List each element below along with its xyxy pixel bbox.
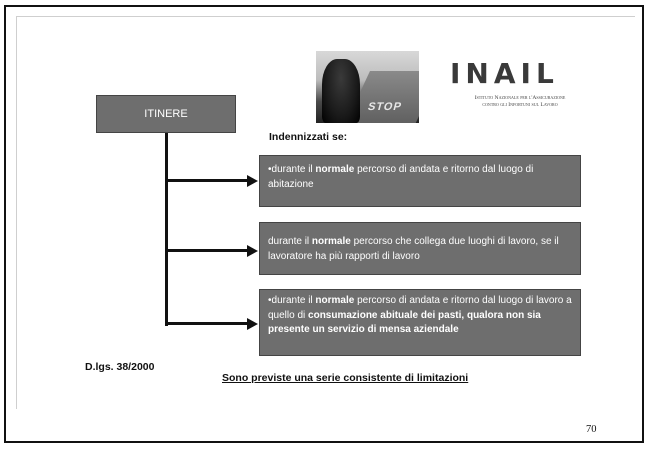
case-2-pre: durante il [268, 236, 312, 247]
arrow-1 [247, 175, 258, 187]
connector-2 [165, 249, 247, 252]
case-3-bold: normale [315, 295, 355, 306]
logo-subtitle-line2: contro gli Infortuni sul Lavoro [482, 102, 558, 108]
case-1-bold: normale [315, 164, 355, 175]
arrow-2 [247, 245, 258, 257]
inail-logo-subtitle: Istituto Nazionale per l'Assicurazione c… [460, 95, 580, 109]
road-stop-text: STOP [366, 101, 404, 113]
cyclist-silhouette [322, 59, 360, 123]
case-2-post: percorso che collega due luoghi di lavor… [268, 236, 559, 262]
case-3-pre: •durante il [268, 295, 316, 306]
case-box-1: •durante il normale percorso di andata e… [259, 155, 581, 207]
case-box-2: durante il normale percorso che collega … [259, 222, 581, 275]
logo-subtitle-line1: Istituto Nazionale per l'Assicurazione [474, 95, 566, 101]
root-node-itinere: ITINERE [96, 95, 236, 133]
limitations-note: Sono previste una serie consistente di l… [222, 372, 469, 384]
connector-3 [165, 322, 247, 325]
cyclist-photo: STOP [316, 51, 419, 123]
case-1-post: percorso di andata e ritorno dal luogo d… [268, 164, 534, 190]
law-reference: D.lgs. 38/2000 [85, 361, 155, 373]
connector-vertical [165, 133, 168, 326]
slide-left-border [16, 16, 17, 409]
connector-1 [165, 179, 247, 182]
case-3-bold2: consumazione abituale dei pasti, qualora… [268, 309, 541, 336]
page-number: 70 [586, 424, 597, 435]
case-box-3: •durante il normale percorso di andata e… [259, 289, 581, 356]
arrow-3 [247, 318, 258, 330]
heading-indennizzati: Indennizzati se: [269, 131, 348, 143]
inail-logo: INAIL [450, 57, 559, 90]
case-2-bold: normale [311, 236, 351, 247]
case-1-pre: •durante il [268, 164, 316, 175]
case-3-mid: percorso di andata e ritorno dal luogo d… [268, 295, 572, 321]
slide-top-border [16, 16, 635, 17]
